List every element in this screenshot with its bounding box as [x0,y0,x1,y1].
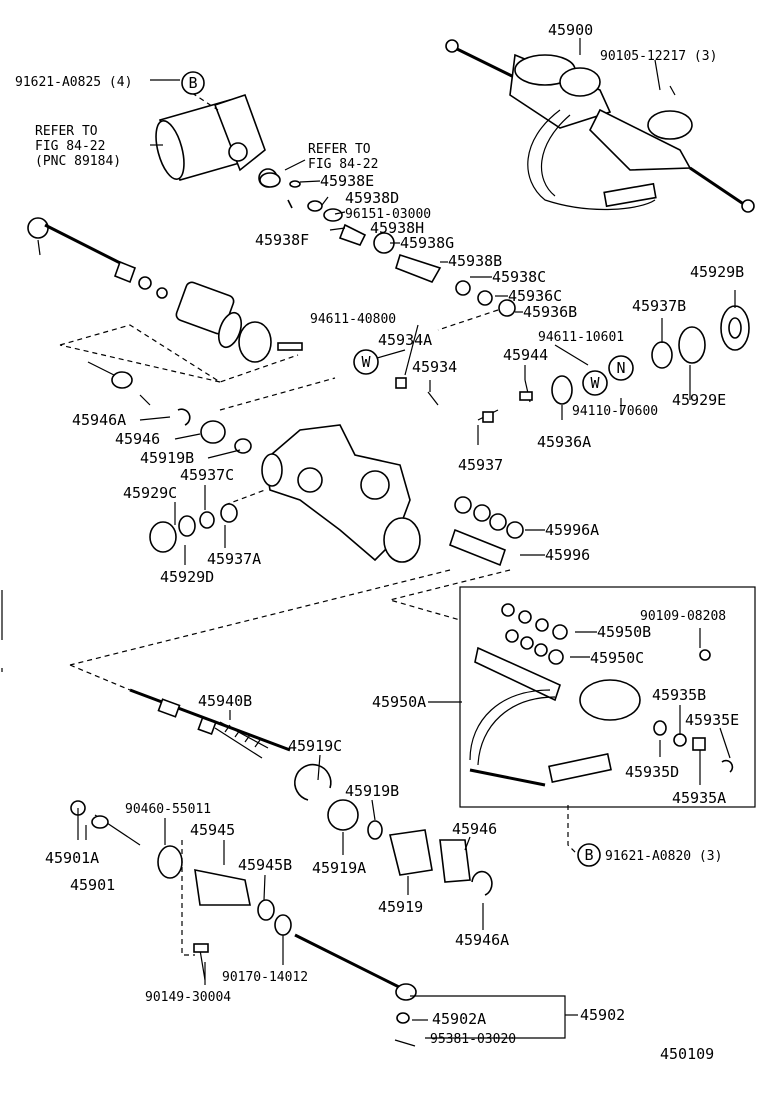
seal-rings-right-drawing [551,305,750,405]
label-45934a: 45934A [378,331,432,349]
label-45900: 45900 [548,21,593,39]
label-45929c: 45929C [123,484,177,502]
label-45950a: 45950A [372,693,426,711]
callout-w2-text: W [590,374,600,392]
label-45919a: 45919A [312,859,366,877]
label-45946a-lower: 45946A [455,931,509,949]
label-45950b: 45950B [597,623,651,641]
bolt-small-parts-drawing [395,377,533,423]
callout-w1-text: W [361,353,371,371]
label-45937a: 45937A [207,550,261,568]
dashed-leader-5 [69,569,451,666]
label-refer-to-1: REFER TO [35,124,98,139]
inner-tie-rod-drawing [87,361,266,553]
diagram-id: 450109 [660,1045,714,1063]
dashed-leader-3 [219,377,336,411]
label-45936a: 45936A [537,433,591,451]
sub-assembly-box [459,586,756,808]
callout-b1-text: B [188,74,197,92]
label-94611-40800: 94611-40800 [310,312,396,327]
label-pnc-89184: (PNC 89184) [35,154,121,169]
label-45938f: 45938F [255,231,309,249]
label-45935b: 45935B [652,686,706,704]
label-45937b: 45937B [632,297,686,315]
label-45996: 45996 [545,546,590,564]
label-90460-55011: 90460-55011 [125,802,211,817]
label-96151-03000: 96151-03000 [345,207,431,222]
label-91621-a0825: 91621-A0825 (4) [15,75,132,90]
callout-N: N [608,355,634,381]
label-fig-84-22-1: FIG 84-22 [35,139,105,154]
label-refer-to-2: REFER TO [308,142,371,157]
label-45938b: 45938B [448,252,502,270]
label-45940b: 45940B [198,692,252,710]
label-45901a: 45901A [45,849,99,867]
label-91621-a0820: 91621-A0820 (3) [605,849,722,864]
label-45934: 45934 [412,358,457,376]
callout-W-right: W [582,370,608,396]
label-45936b: 45936B [523,303,577,321]
label-45902: 45902 [580,1006,625,1024]
label-45935d: 45935D [625,763,679,781]
label-94611-10601: 94611-10601 [538,330,624,345]
label-90109-08208: 90109-08208 [640,609,726,624]
label-45919c: 45919C [288,737,342,755]
dashed-leader-6 [69,664,131,691]
label-45929b: 45929B [690,263,744,281]
label-45950c: 45950C [590,649,644,667]
label-45938h: 45938H [370,219,424,237]
label-45946a-upper: 45946A [72,411,126,429]
label-45929d: 45929D [160,568,214,586]
label-45937c: 45937C [180,466,234,484]
callout-B-upper: B [181,71,205,95]
label-45946-lower: 45946 [452,820,497,838]
dashed-leader-7 [387,569,511,621]
label-45936c: 45936C [508,287,562,305]
dashed-leader-4 [437,309,499,331]
label-45946-upper: 45946 [115,430,160,448]
callout-b2-text: B [584,846,593,864]
label-45938d: 45938D [345,189,399,207]
label-45935e: 45935E [685,711,739,729]
control-valve-sub-assembly-drawing [469,603,734,787]
lower-parts-drawing [70,763,493,1047]
label-45935a: 45935A [672,789,726,807]
label-90105-12217: 90105-12217 (3) [600,49,717,64]
label-45929e: 45929E [672,391,726,409]
valve-small-parts-drawing [259,172,516,317]
rack-bar-drawing [129,688,291,759]
label-45996a: 45996A [545,521,599,539]
callout-W-left: W [353,349,379,375]
pump-cylinder-drawing [155,92,278,188]
tie-rod-end-upper-drawing [27,217,137,284]
dashed-leader-2 [59,344,221,383]
label-90149-30004: 90149-30004 [145,990,231,1005]
bellows-upper-drawing [138,276,303,363]
label-45938c: 45938C [492,268,546,286]
label-45919b-lower: 45919B [345,782,399,800]
gear-housing-drawing [261,424,421,563]
label-45901: 45901 [70,876,115,894]
label-94110-70600: 94110-70600 [572,404,658,419]
label-90170-14012: 90170-14012 [222,970,308,985]
callout-n-text: N [616,359,625,377]
label-45902a: 45902A [432,1010,486,1028]
label-45945b: 45945B [238,856,292,874]
label-45919b-upper: 45919B [140,449,194,467]
dashed-leader-1 [59,324,299,383]
callout-B-lower: B [577,843,601,867]
label-fig-84-22-2: FIG 84-22 [308,157,378,172]
label-45944: 45944 [503,346,548,364]
label-45945: 45945 [190,821,235,839]
valve-rings-drawing [449,496,524,567]
label-45938e: 45938E [320,172,374,190]
label-45919: 45919 [378,898,423,916]
label-95381-03020: 95381-03020 [430,1032,516,1047]
label-45938g: 45938G [400,234,454,252]
steering-gear-assembly-drawing [445,39,755,213]
label-45937: 45937 [458,456,503,474]
